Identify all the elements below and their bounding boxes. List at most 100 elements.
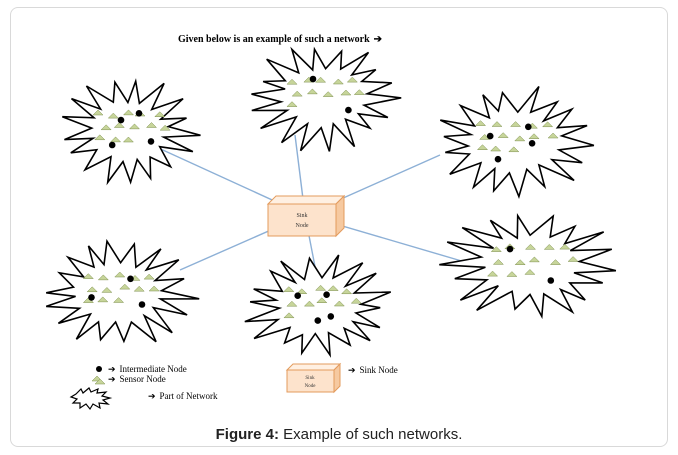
sensor-node bbox=[86, 286, 98, 293]
sensor-node bbox=[286, 78, 298, 85]
sensor-node bbox=[114, 271, 126, 278]
sensor-node bbox=[286, 300, 298, 307]
sensor-node bbox=[314, 284, 327, 291]
legend-part-label: ➔Part of Network bbox=[148, 391, 218, 401]
intermediate-node bbox=[127, 275, 134, 283]
sensor-node bbox=[316, 297, 328, 303]
cluster-outline-bottom-right bbox=[439, 213, 617, 320]
sensor-node bbox=[306, 88, 319, 95]
intermediate-node bbox=[345, 106, 352, 114]
sensor-node bbox=[491, 121, 503, 127]
hub-label-sink: Sink bbox=[296, 213, 307, 219]
sensor-node bbox=[350, 297, 362, 304]
sensor-node bbox=[541, 121, 554, 128]
sensor-node bbox=[143, 273, 155, 280]
intermediate-node bbox=[525, 123, 532, 131]
sensor-node bbox=[332, 78, 344, 85]
sensor-node bbox=[154, 111, 166, 117]
intermediate-node bbox=[88, 294, 95, 301]
sensor-node bbox=[353, 89, 365, 95]
sensor-node bbox=[112, 297, 125, 303]
sensor-node bbox=[128, 123, 141, 130]
sensor-node bbox=[327, 285, 339, 291]
sensor-node bbox=[346, 76, 358, 83]
sensor-node bbox=[113, 122, 125, 128]
legend-part-icon bbox=[69, 387, 113, 411]
sensor-node bbox=[283, 286, 295, 292]
cluster-top-center bbox=[251, 46, 402, 152]
network-clusters bbox=[45, 46, 617, 358]
sensor-node bbox=[528, 133, 540, 139]
sensor-node bbox=[514, 135, 526, 142]
cluster-bottom-left bbox=[45, 238, 200, 344]
sensor-node bbox=[283, 312, 295, 319]
sensor-node bbox=[100, 124, 112, 131]
sensor-node bbox=[492, 259, 505, 265]
sensor-node bbox=[340, 288, 353, 295]
legend: ➔Intermediate Node ➔Sensor Node ➔Part of… bbox=[69, 362, 398, 411]
sensor-node bbox=[109, 136, 122, 143]
sensor-node bbox=[322, 91, 334, 97]
cluster-top-right bbox=[439, 85, 595, 200]
intermediate-node bbox=[327, 313, 335, 320]
sensor-node bbox=[94, 134, 106, 141]
sensor-node bbox=[333, 300, 345, 307]
diagram-heading: Given below is an example of such a netw… bbox=[178, 34, 383, 45]
intermediate-node bbox=[117, 116, 125, 124]
legend-intermediate-icon bbox=[96, 366, 102, 372]
sensor-node bbox=[340, 89, 352, 96]
legend-sink-icon: Sink Node bbox=[285, 362, 342, 394]
cluster-outline-top-left bbox=[62, 78, 201, 186]
intermediate-node bbox=[494, 155, 502, 163]
intermediate-node bbox=[528, 140, 536, 147]
intermediate-node bbox=[314, 317, 322, 324]
intermediate-node bbox=[138, 301, 146, 308]
sensor-node bbox=[296, 288, 308, 294]
cluster-bottom-center bbox=[244, 254, 392, 358]
sensor-node bbox=[567, 256, 579, 262]
cluster-outline-top-center bbox=[251, 46, 402, 152]
sensor-node bbox=[303, 300, 316, 307]
sensor-node bbox=[543, 244, 555, 250]
figure-caption: Figure 4: Example of such networks. bbox=[0, 426, 678, 443]
cluster-outline-bottom-left bbox=[45, 238, 200, 344]
sensor-node bbox=[107, 112, 119, 119]
sensor-node bbox=[101, 287, 113, 293]
sensor-node bbox=[490, 246, 502, 252]
cluster-bottom-right bbox=[439, 213, 617, 320]
sensor-node bbox=[148, 285, 160, 292]
sensor-node bbox=[92, 109, 104, 116]
intermediate-node bbox=[135, 110, 143, 117]
sensor-node bbox=[474, 120, 487, 126]
sensor-node bbox=[509, 121, 522, 127]
network-diagram: Given below is an example of such a netw… bbox=[45, 34, 617, 411]
caption-label: Figure 4: bbox=[215, 426, 279, 443]
cluster-top-left bbox=[62, 78, 201, 186]
sensor-node bbox=[524, 269, 536, 275]
sensor-node bbox=[549, 259, 562, 265]
intermediate-node bbox=[486, 132, 494, 140]
sensor-node bbox=[133, 285, 145, 292]
sensor-node bbox=[97, 274, 109, 281]
intermediate-node bbox=[294, 292, 302, 300]
legend-intermediate-label: ➔Intermediate Node bbox=[108, 364, 187, 374]
sensor-node bbox=[122, 109, 135, 116]
sensor-node bbox=[490, 145, 502, 152]
sensor-node bbox=[286, 101, 298, 107]
intermediate-node bbox=[323, 291, 330, 299]
sensor-node bbox=[119, 283, 131, 290]
sensor-node bbox=[524, 243, 537, 250]
sensor-node bbox=[486, 270, 499, 277]
svg-text:Node: Node bbox=[305, 384, 317, 389]
sensor-node bbox=[291, 90, 303, 97]
caption-text: Example of such networks. bbox=[278, 426, 463, 443]
cluster-outline-bottom-center bbox=[244, 254, 392, 358]
intermediate-node bbox=[309, 75, 317, 83]
intermediate-node bbox=[547, 277, 555, 284]
sensor-node bbox=[559, 243, 571, 250]
sensor-node bbox=[497, 132, 509, 138]
svg-text:Sink: Sink bbox=[305, 376, 315, 381]
sensor-node bbox=[82, 273, 94, 279]
sensor-node bbox=[97, 296, 109, 303]
sink-node-hub: Sink Node bbox=[266, 194, 346, 238]
